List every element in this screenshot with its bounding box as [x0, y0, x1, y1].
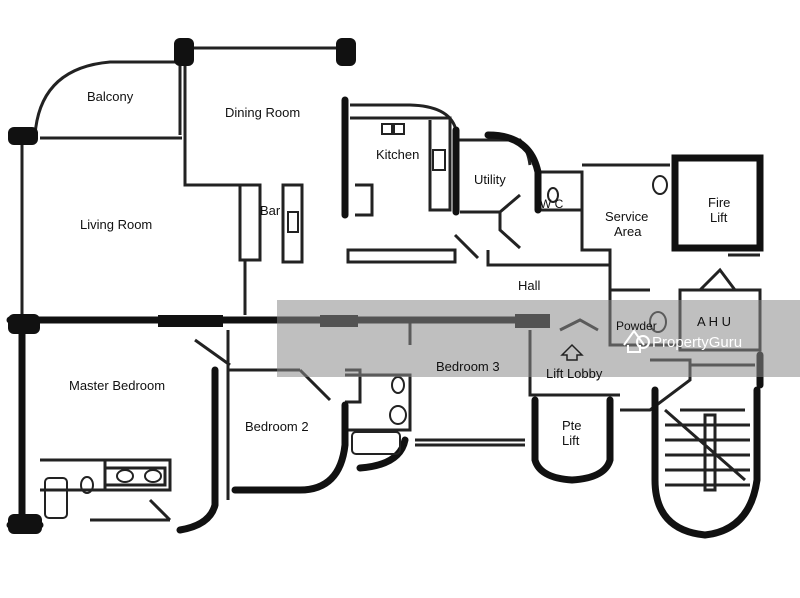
label-service-area-1: Service	[605, 209, 648, 224]
label-bedroom-2: Bedroom 2	[245, 419, 309, 434]
label-service-area-2: Area	[614, 224, 642, 239]
watermark-logo: PropertyGuru	[623, 329, 742, 353]
label-bar: Bar	[260, 203, 281, 218]
kitchen-sink-2	[393, 123, 405, 135]
bar-counter	[287, 211, 299, 233]
kitchen-sink	[381, 123, 393, 135]
column-left-upper	[8, 127, 38, 145]
label-balcony: Balcony	[87, 89, 134, 104]
master-basin-1	[116, 469, 134, 483]
watermark-band	[277, 300, 800, 377]
bed3-bathtub	[351, 431, 401, 455]
kitchen-hob	[432, 149, 446, 171]
label-pte-lift-2: Lift	[562, 433, 580, 448]
label-powder: Powder	[616, 319, 657, 333]
column-top-right	[336, 38, 356, 66]
label-pte-lift-1: Pte	[562, 418, 582, 433]
thin-walls	[20, 46, 762, 522]
bed3-basin	[389, 405, 407, 425]
label-fire-lift-2: Lift	[710, 210, 728, 225]
column-left-middle	[8, 314, 40, 334]
label-ahu: A H U	[697, 314, 731, 329]
label-dining-room: Dining Room	[225, 105, 300, 120]
service-toilet	[652, 175, 668, 195]
master-toilet	[80, 476, 94, 494]
bed3-toilet	[391, 376, 405, 394]
label-hall: Hall	[518, 278, 541, 293]
wc-toilet	[547, 187, 559, 203]
label-kitchen: Kitchen	[376, 147, 419, 162]
label-utility: Utility	[474, 172, 506, 187]
label-master-bedroom: Master Bedroom	[69, 378, 165, 393]
wall-block-master	[158, 315, 223, 327]
label-lift-lobby: Lift Lobby	[546, 366, 603, 381]
master-basin-2	[144, 469, 162, 483]
watermark-brand: PropertyGuru	[652, 334, 742, 351]
label-bedroom-3: Bedroom 3	[436, 359, 500, 374]
master-bathtub	[44, 477, 68, 519]
column-left-lower	[8, 514, 42, 534]
up-arrow-icon	[560, 343, 584, 361]
propertyguru-logo-icon	[623, 329, 650, 353]
room-labels: Balcony Dining Room Kitchen Utility W C …	[69, 89, 731, 448]
label-living-room: Living Room	[80, 217, 152, 232]
label-wc: W C	[540, 197, 564, 211]
label-fire-lift-1: Fire	[708, 195, 730, 210]
column-top-left	[174, 38, 194, 66]
